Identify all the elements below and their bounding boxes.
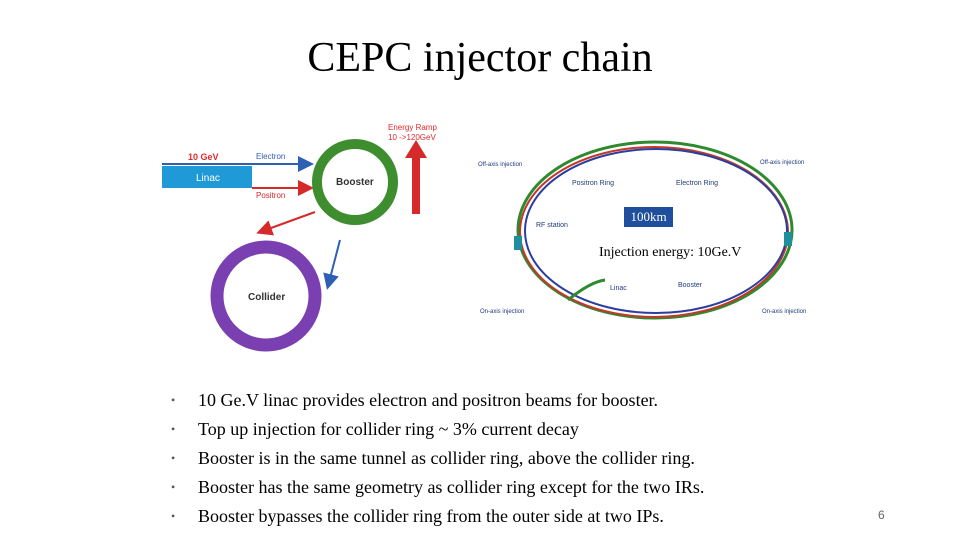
off-axis-left-label: Off-axis injection (478, 162, 522, 168)
positron-label: Positron (256, 191, 285, 200)
collider-ring (210, 240, 322, 352)
booster-label-right: Booster (678, 282, 703, 289)
list-item: •Booster has the same geometry as collid… (170, 473, 704, 502)
electron-ring-label: Electron Ring (676, 180, 718, 187)
positron-ring-label: Positron Ring (572, 180, 614, 187)
list-item: •Top up injection for collider ring ~ 3%… (170, 415, 704, 444)
bullet-list: •10 Ge.V linac provides electron and pos… (170, 386, 704, 531)
page-number: 6 (878, 508, 885, 522)
transfer-arrow-blue (323, 239, 341, 290)
on-axis-left-label: On-axis injection (480, 309, 524, 315)
linac-label-right: Linac (610, 285, 627, 292)
transfer-arrow-red (256, 211, 316, 236)
ring-layout-diagram: Off-axis injection Off-axis injection Po… (478, 140, 806, 320)
linac-label: Linac (196, 173, 220, 184)
injector-schematic: Linac 10 GeV Electron Positron Booster E… (162, 123, 437, 352)
energy-ramp-range: 10 ->120GeV (388, 133, 436, 142)
bullet-icon: • (171, 451, 176, 465)
bullet-icon: • (171, 422, 176, 436)
bullet-icon: • (171, 480, 176, 494)
energy-ramp-label: Energy Ramp (388, 123, 437, 132)
off-axis-right-label: Off-axis injection (760, 160, 804, 166)
energy-ramp-arrowhead (405, 140, 427, 158)
list-item: •Booster bypasses the collider ring from… (170, 502, 704, 531)
on-axis-right-label: On-axis injection (762, 309, 806, 315)
list-item: •10 Ge.V linac provides electron and pos… (170, 386, 704, 415)
electron-ring-outline (524, 148, 788, 314)
booster-ring-outline (516, 140, 794, 320)
list-item: •Booster is in the same tunnel as collid… (170, 444, 704, 473)
booster-ring (312, 139, 398, 225)
injection-energy-label: Injection energy: 10Ge.V (599, 245, 742, 260)
rf-station-right (784, 232, 792, 246)
circumference-badge: 100km (624, 207, 673, 227)
bullet-icon: • (171, 393, 176, 407)
booster-label: Booster (336, 177, 374, 188)
collider-label: Collider (248, 292, 285, 303)
rf-station-left (514, 236, 522, 250)
linac-line (567, 278, 606, 302)
slide-title: CEPC injector chain (307, 35, 653, 81)
linac-energy-label: 10 GeV (188, 152, 219, 162)
rf-station-label: RF station (536, 222, 568, 229)
electron-label: Electron (256, 152, 285, 161)
bullet-icon: • (171, 509, 176, 523)
linac-box (162, 166, 252, 188)
energy-ramp-arrow (412, 156, 420, 214)
